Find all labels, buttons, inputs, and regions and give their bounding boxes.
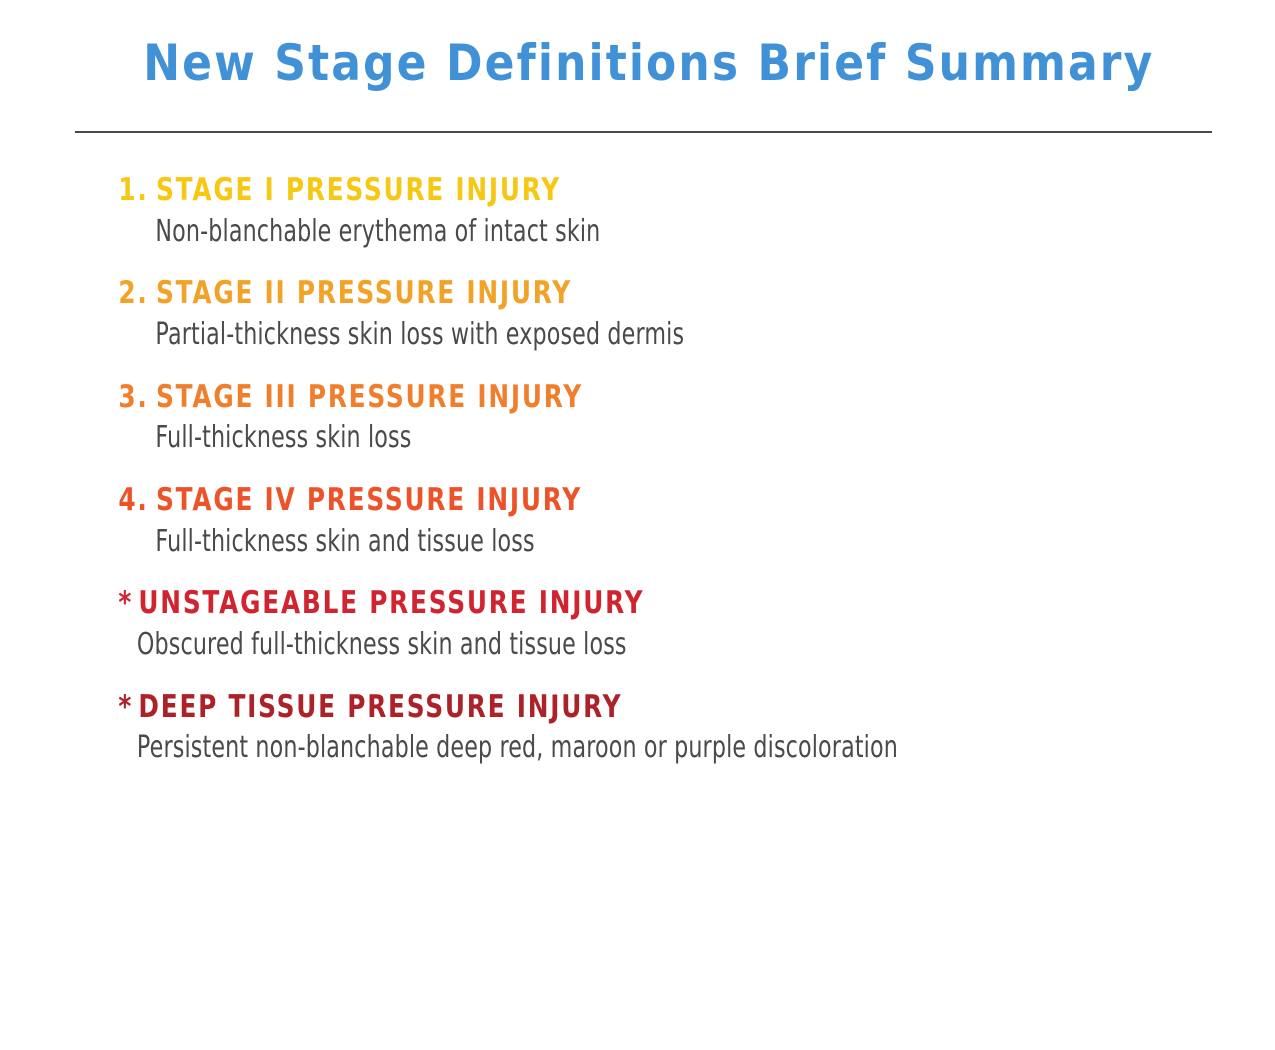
title-divider [75,131,1212,133]
stage-heading-label-4: STAGE IV PRESSURE INJURY [156,481,582,518]
page-title: New Stage Definitions Brief Summary [143,34,1155,92]
stage-item-3: 3.STAGE III PRESSURE INJURY Full-thickne… [0,379,1275,457]
stage-heading-label-unstageable: UNSTAGEABLE PRESSURE INJURY [138,585,645,622]
stage-heading-2: 2.STAGE II PRESSURE INJURY [0,275,1020,313]
stage-description-4: Full-thickness skin and tissue loss [155,523,535,559]
stage-heading-4: 4.STAGE IV PRESSURE INJURY [0,482,1020,520]
stage-item-deep-tissue: *DEEP TISSUE PRESSURE INJURY Persistent … [0,689,1275,767]
stage-heading-1: 1.STAGE I PRESSURE INJURY [0,172,1020,210]
stage-description-2: Partial-thickness skin loss with exposed… [155,317,685,353]
stage-marker-4: 4. [118,481,149,518]
stage-description-1: Non-blanchable erythema of intact skin [155,213,601,249]
stage-heading-label-deep-tissue: DEEP TISSUE PRESSURE INJURY [138,688,623,725]
stage-description-unstageable: Obscured full-thickness skin and tissue … [136,627,627,663]
stage-item-1: 1.STAGE I PRESSURE INJURY Non-blanchable… [0,172,1275,250]
stage-item-2: 2.STAGE II PRESSURE INJURY Partial-thick… [0,275,1275,353]
stage-item-4: 4.STAGE IV PRESSURE INJURY Full-thicknes… [0,482,1275,560]
stage-item-unstageable: *UNSTAGEABLE PRESSURE INJURY Obscured fu… [0,585,1275,663]
stage-marker-unstageable: * [118,585,134,622]
stage-heading-label-2: STAGE II PRESSURE INJURY [156,275,572,312]
stage-description-deep-tissue: Persistent non-blanchable deep red, maro… [136,730,898,766]
stage-description-3: Full-thickness skin loss [155,420,412,456]
stage-heading-label-3: STAGE III PRESSURE INJURY [156,378,583,415]
stage-marker-deep-tissue: * [118,688,134,725]
stage-heading-3: 3.STAGE III PRESSURE INJURY [0,379,1020,417]
stage-marker-2: 2. [118,275,149,312]
title-block: New Stage Definitions Brief Summary [75,38,1212,88]
stage-marker-1: 1. [118,172,149,208]
stage-heading-unstageable: *UNSTAGEABLE PRESSURE INJURY [0,585,1020,623]
stage-definitions-list: 1.STAGE I PRESSURE INJURY Non-blanchable… [0,172,1275,767]
stage-heading-label-1: STAGE I PRESSURE INJURY [156,172,561,208]
stage-heading-deep-tissue: *DEEP TISSUE PRESSURE INJURY [0,689,1020,727]
stage-marker-3: 3. [118,378,149,415]
